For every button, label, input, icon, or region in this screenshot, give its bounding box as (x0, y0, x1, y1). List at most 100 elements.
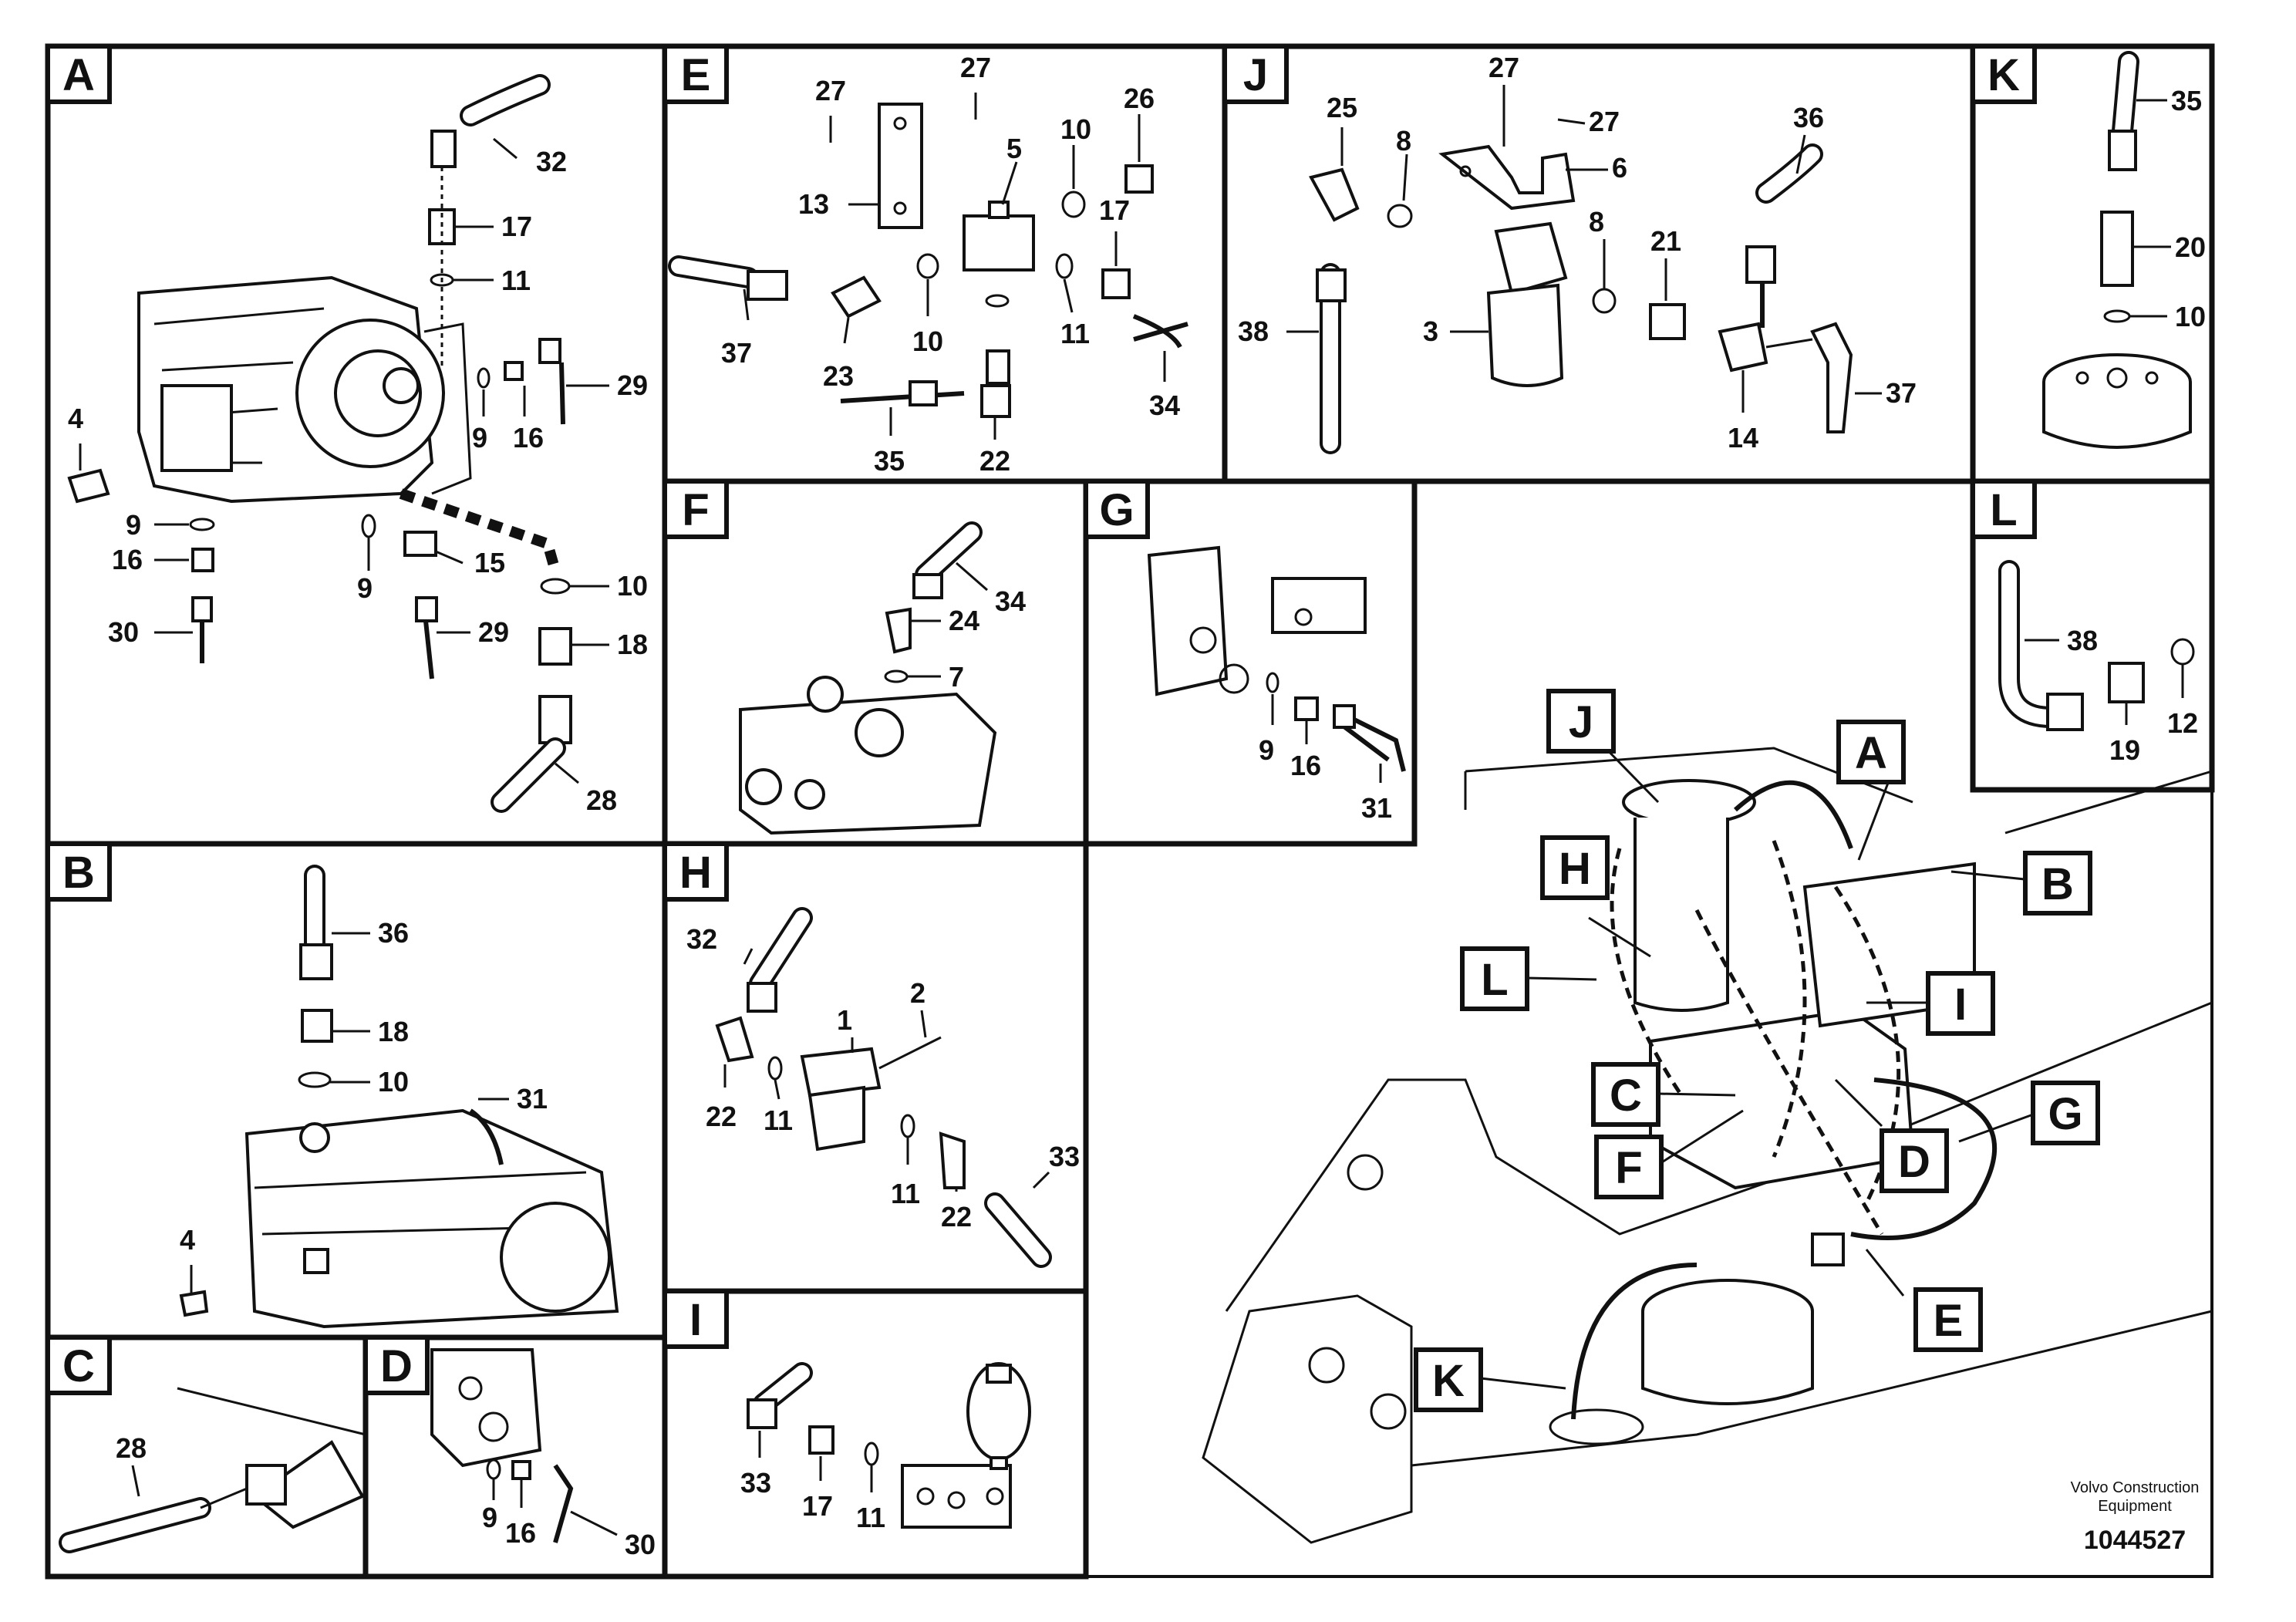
overview-tag-D: D (1834, 1078, 1949, 1193)
part-number-callout: 35 (874, 445, 905, 477)
view-letter: B (62, 848, 95, 898)
part-number-callout: 24 (949, 605, 979, 636)
overview-tag-C: C (1591, 1062, 1736, 1127)
panel-B-callouts: 36 18 10 31 4 (180, 917, 548, 1293)
panel-label-J: J (1222, 44, 1289, 104)
part-number-callout: 3 (1423, 315, 1438, 347)
part-number-callout: 31 (517, 1083, 548, 1114)
view-letter: G (1099, 485, 1134, 535)
part-number-callout: 9 (1259, 734, 1274, 766)
panel-H-callouts: 32 2 1 22 11 11 22 33 (686, 923, 1080, 1233)
brand-line2: Equipment (2098, 1498, 2172, 1515)
panel-K-callouts: 35 20 10 (2130, 85, 2206, 332)
part-number-callout: 7 (949, 661, 964, 693)
panel-K-artwork (2042, 51, 2192, 449)
overview-tag-J: J (1546, 689, 1660, 804)
view-letter: F (1615, 1143, 1642, 1193)
part-number-callout: 17 (1099, 194, 1130, 226)
overview-tag-L: L (1460, 946, 1597, 1011)
part-number-callout: 22 (979, 445, 1010, 477)
part-number-callout: 27 (1489, 52, 1519, 83)
overview-tag-G: G (1958, 1081, 2100, 1145)
panel-H-artwork (715, 907, 1052, 1268)
panel-L-callouts: 38 12 19 (2025, 625, 2198, 766)
overview-tag-A: A (1836, 720, 1906, 861)
part-number-callout: 9 (357, 572, 373, 604)
panel-E-artwork (668, 103, 1188, 418)
overview-tag-F: F (1594, 1109, 1744, 1199)
view-letter: D (380, 1341, 413, 1391)
panel-C-callouts: 28 (116, 1432, 147, 1497)
part-number-callout: 30 (108, 616, 139, 648)
part-number-callout: 33 (740, 1467, 771, 1499)
view-letter: I (689, 1295, 702, 1345)
part-number-callout: 17 (802, 1490, 833, 1522)
part-number-callout: 38 (2067, 625, 2098, 656)
view-letter: B (2041, 859, 2074, 909)
part-number-callout: 9 (482, 1502, 497, 1533)
panel-I-artwork (747, 1362, 1031, 1529)
part-number-callout: 22 (941, 1201, 972, 1233)
panel-label-K: K (1971, 44, 2037, 104)
panel-G-callouts: 9 16 31 (1259, 694, 1392, 824)
part-number-callout: 16 (1290, 750, 1321, 781)
part-number-callout: 8 (1396, 125, 1411, 157)
part-number-callout: 33 (1049, 1141, 1080, 1172)
part-number-callout: 30 (625, 1529, 656, 1560)
view-letter: G (2048, 1089, 2082, 1139)
view-letter: J (1569, 697, 1593, 747)
part-number-callout: 13 (798, 188, 829, 220)
part-number-callout: 10 (617, 570, 648, 602)
part-number-callout: 32 (686, 923, 717, 955)
part-number-callout: 18 (617, 629, 648, 660)
panel-J-callouts: 27 27 25 8 6 36 8 21 38 3 37 14 (1238, 52, 1917, 454)
part-number-callout: 22 (706, 1101, 737, 1132)
part-number-callout: 28 (116, 1432, 147, 1464)
view-letter: A (1855, 728, 1887, 778)
view-letter: L (1481, 955, 1508, 1005)
part-number-callout: 8 (1589, 206, 1604, 238)
part-number-callout: 25 (1327, 92, 1357, 123)
part-number-callout: 27 (960, 52, 991, 83)
panel-label-C: C (46, 1335, 112, 1395)
part-number-callout: 23 (823, 360, 854, 392)
panel-label-G: G (1084, 479, 1150, 539)
brand-line1: Volvo Construction (2071, 1479, 2200, 1496)
part-number-callout: 11 (856, 1502, 885, 1533)
view-letter: D (1898, 1137, 1930, 1187)
part-number-callout: 28 (586, 784, 617, 816)
part-number-callout: 36 (378, 917, 409, 949)
panel-D-callouts: 9 16 30 (482, 1479, 656, 1560)
view-letter: K (1988, 50, 2020, 100)
view-letter: L (1990, 485, 2017, 535)
part-number-callout: 29 (617, 369, 648, 401)
part-number-callout: 12 (2167, 707, 2198, 739)
view-letter: F (682, 485, 709, 535)
overview-tag-K: K (1414, 1347, 1566, 1412)
part-number-callout: 5 (1006, 133, 1022, 164)
panel-label-F: F (663, 479, 729, 539)
overview-tag-E: E (1865, 1249, 1983, 1352)
part-number-callout: 10 (378, 1066, 409, 1098)
part-number-callout: 4 (68, 403, 83, 434)
part-number-callout: 32 (536, 146, 567, 177)
part-number-callout: 11 (891, 1178, 920, 1209)
overview-tag-B: B (1950, 851, 2092, 916)
panel-G-artwork (1147, 545, 1406, 772)
part-number-callout: 10 (2175, 301, 2206, 332)
part-number-callout: 10 (1060, 113, 1091, 145)
part-number-callout: 4 (180, 1224, 195, 1256)
panel-A-artwork (67, 74, 572, 813)
part-number-callout: 27 (1589, 106, 1620, 137)
part-number-callout: 36 (1793, 102, 1824, 133)
part-number-callout: 15 (474, 547, 505, 578)
part-number-callout: 27 (815, 75, 846, 106)
panel-label-A: A (46, 44, 112, 104)
panel-F-callouts: 34 24 7 (907, 561, 1026, 693)
panel-label-I: I (663, 1289, 729, 1349)
panel-D-artwork (430, 1348, 574, 1543)
part-number-callout: 18 (378, 1016, 409, 1047)
panel-F-artwork (739, 521, 997, 835)
view-letter: E (1934, 1296, 1964, 1346)
part-number-callout: 2 (910, 977, 925, 1009)
